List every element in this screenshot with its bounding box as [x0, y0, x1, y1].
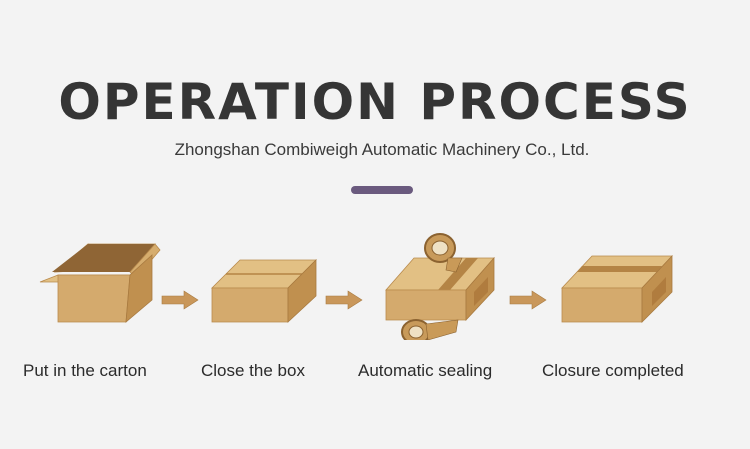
- step-label: Closure completed: [542, 361, 684, 380]
- arrow-icon: [161, 290, 199, 310]
- step-label: Close the box: [201, 361, 305, 380]
- page-title: OPERATION PROCESS: [58, 73, 692, 131]
- tape-roll-icon: [401, 319, 459, 340]
- step-label: Automatic sealing: [358, 361, 493, 380]
- closed-box-icon: [211, 259, 317, 323]
- sealing-box-icon: [385, 256, 495, 322]
- sealed-box-icon: [561, 254, 673, 323]
- title-divider: [351, 186, 413, 194]
- company-name: Zhongshan Combiweigh Automatic Machinery…: [174, 140, 590, 159]
- step-label: Put in the carton: [23, 361, 147, 380]
- open-carton-icon: [39, 243, 161, 323]
- arrow-icon: [509, 290, 547, 310]
- arrow-icon: [325, 290, 363, 310]
- process-illustration: [39, 233, 673, 340]
- tape-roll-icon: [424, 233, 463, 273]
